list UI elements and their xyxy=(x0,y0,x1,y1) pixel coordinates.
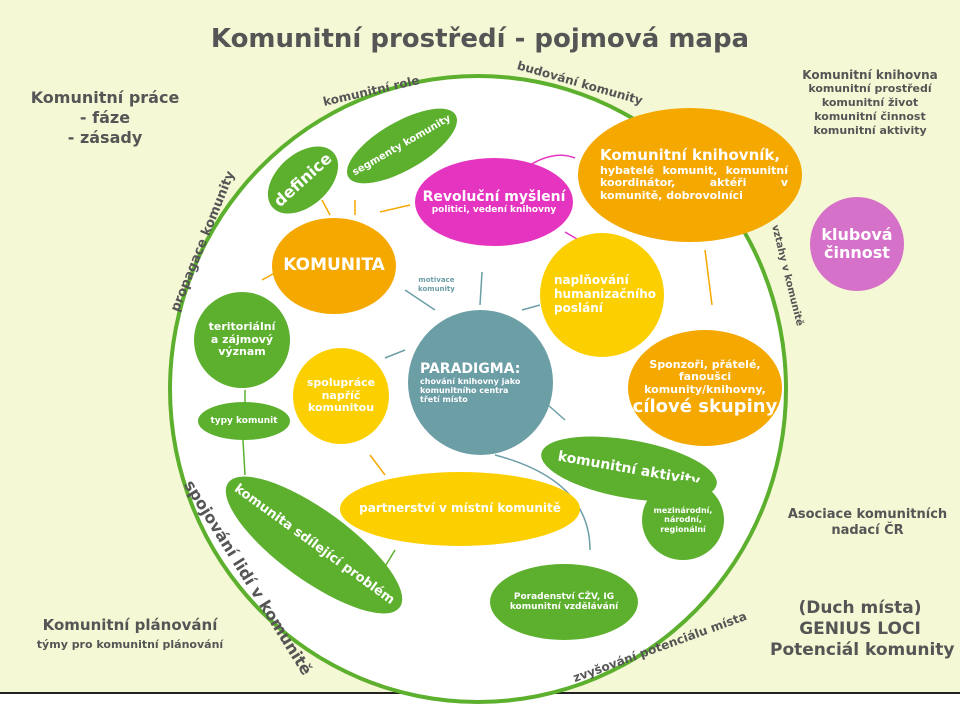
arrow xyxy=(704,249,713,306)
node-subtitle: politici, vedení knihovny xyxy=(431,204,557,215)
label: Komunitní práce xyxy=(30,88,180,107)
node-title: Komunitní knihovník, xyxy=(600,146,781,165)
label: - fáze xyxy=(79,108,131,127)
label: klubová xyxy=(821,224,893,244)
arrow xyxy=(479,271,483,306)
node-typy: typy komunit xyxy=(198,402,290,440)
label: národní, xyxy=(664,515,702,525)
label: teritoriální xyxy=(208,320,276,334)
arrow xyxy=(521,304,541,311)
node-title: PARADIGMA: xyxy=(420,360,521,377)
corner-bottom-right: (Duch místa) GENIUS LOCI Potenciál komun… xyxy=(770,598,955,661)
label: komunitní aktivity xyxy=(813,124,927,137)
label: komunitou xyxy=(307,401,375,415)
arrow xyxy=(547,404,566,421)
label: komunitní život xyxy=(821,96,919,109)
node-mezinarodni: mezinárodní, národní, regionální xyxy=(642,480,724,560)
label: humanizačního xyxy=(554,287,656,302)
label: Poradenství CŽV, IG xyxy=(513,591,615,602)
label: chování knihovny jako xyxy=(420,376,521,386)
label: spolupráce xyxy=(306,376,376,390)
label: GENIUS LOCI xyxy=(799,619,921,639)
label: a zájmový xyxy=(210,332,274,346)
label: komunitního centra xyxy=(420,385,509,395)
node-paradigma: PARADIGMA: chování knihovny jako komunit… xyxy=(408,310,553,455)
arrow xyxy=(384,349,406,359)
node-subtitle: Sponzoři, přátelé, fanoušci komunity/kni… xyxy=(644,357,766,396)
arrow xyxy=(321,199,331,216)
node-knihovnik: Komunitní knihovník, hybatelé komunit, k… xyxy=(578,108,802,242)
label: týmy pro komunitní plánování xyxy=(36,638,224,651)
label: (Duch místa) xyxy=(798,598,922,618)
node-klubova: klubová činnost xyxy=(810,197,904,291)
node-poradenstvi: Poradenství CŽV, IG komunitní vzdělávání xyxy=(490,564,638,640)
node-subtitle: hybatelé komunit, komunitní koordinátor,… xyxy=(600,163,788,202)
arrow xyxy=(404,289,436,311)
node-partnerstvi: partnerství v místní komunitě xyxy=(340,472,580,546)
page-title: Komunitní prostředí - pojmová mapa xyxy=(210,24,750,54)
label: Komunitní knihovna xyxy=(802,68,938,82)
node-naplnovani: naplňování humanizačního poslání xyxy=(540,233,664,357)
label: naplňování xyxy=(554,273,629,288)
label: - zásady xyxy=(67,128,143,147)
label: význam xyxy=(218,345,266,359)
label: napříč xyxy=(321,388,361,402)
label: regionální xyxy=(660,524,706,534)
arrow xyxy=(529,154,576,166)
node-title: cílové skupiny xyxy=(632,395,778,417)
label: mezinárodní, xyxy=(653,506,713,516)
corner-top-left: Komunitní práce - fáze - zásady xyxy=(20,88,190,148)
corner-top-right: Komunitní knihovna komunitní prostředí k… xyxy=(790,68,950,138)
label: komunity xyxy=(418,285,455,293)
node-sponzori: Sponzoři, přátelé, fanoušci komunity/kni… xyxy=(628,330,782,446)
label: činnost xyxy=(824,243,890,262)
label: motivace xyxy=(418,276,455,284)
label: Komunitní plánování xyxy=(42,616,218,634)
label: nadací ČR xyxy=(831,523,904,538)
label: komunitní prostředí xyxy=(808,82,932,95)
label: třetí místo xyxy=(420,395,468,405)
label: komunitní vzdělávání xyxy=(509,602,619,612)
label: Potenciál komunity xyxy=(770,640,955,660)
label-motivace: motivace komunity xyxy=(418,276,455,294)
arrow xyxy=(369,454,386,476)
label: komunitní činnost xyxy=(814,110,926,123)
corner-right-mid: Asociace komunitních nadací ČR xyxy=(785,507,950,539)
node-teritorialni: teritoriální a zájmový význam xyxy=(194,292,290,388)
label: Asociace komunitních xyxy=(787,507,948,522)
arrow xyxy=(242,439,246,476)
corner-bottom-left: Komunitní plánování týmy pro komunitní p… xyxy=(10,615,250,655)
label: poslání xyxy=(554,300,603,315)
node-spoluprace: spolupráce napříč komunitou xyxy=(293,348,389,444)
node-revolucni: Revoluční myšlení politici, vedení kniho… xyxy=(415,158,573,246)
node-komunita: KOMUNITA xyxy=(272,218,396,314)
node-title: Revoluční myšlení xyxy=(422,188,566,205)
arrow xyxy=(379,204,411,213)
